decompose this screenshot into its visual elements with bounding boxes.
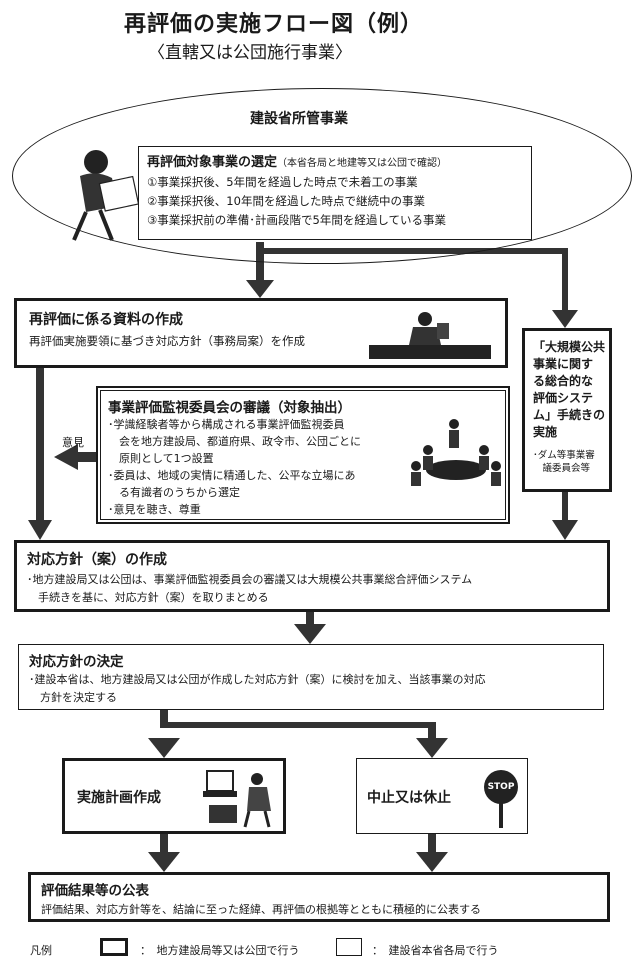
arrow-head-suspension-to-publication (416, 852, 448, 872)
committee-line: 原則として1つ設置 (108, 452, 214, 465)
committee-line: ･意見を聴き、尊重 (108, 503, 201, 516)
computer-worker-icon (203, 770, 271, 828)
desk-worker-icon (369, 312, 491, 359)
committee-title: 事業評価監視委員会の審議（対象抽出） (108, 400, 351, 416)
large-scale-line: ム」手続きの (533, 408, 606, 422)
policy-draft-lines: ･地方建設局又は公団は、事業評価監視委員会の審議又は大規模公共事業総合評価システ… (27, 571, 472, 607)
materials-body: 再評価実施要領に基づき対応方針（事務局案）を作成 (29, 334, 305, 348)
arrow-head-large-scale-to-draft (552, 520, 578, 540)
policy-decision-line: ･建設本省は、地方建設局又は公団が作成した対応方針（案）に検討を加え、当該事業の… (29, 673, 486, 686)
arrow-head-selection-to-materials (246, 280, 274, 298)
arrow-head-to-large-scale (552, 310, 578, 328)
large-scale-box: 「大規模公共 事業に関す る総合的な 評価システ ム」手続きの 実施 ･ダム等事… (522, 328, 612, 492)
legend-thick-swatch (100, 938, 128, 956)
legend-thin-swatch (336, 938, 362, 956)
implementation-label: 実施計画作成 (77, 790, 161, 806)
arrow-split-right-shaft (428, 722, 436, 740)
large-scale-line: 「大規模公共 (533, 340, 606, 354)
page-title: 再評価の実施フロー図（例） (124, 12, 424, 37)
large-scale-line: 事業に関す (533, 357, 594, 371)
stop-sign-post (499, 798, 503, 828)
large-scale-line: る総合的な (533, 374, 594, 388)
ellipse-construction-ministry (12, 88, 632, 264)
selection-item: ③事業採択前の準備･計画段階で5年間を経過している事業 (147, 213, 447, 227)
committee-lines: ･学識経験者等から構成される事業評価監視委員 会を地方建設局、都道府県、政令市、… (108, 416, 361, 518)
legend-label: 凡例 (30, 944, 52, 957)
legend-thick-desc: ： 地方建設局等又は公団で行う (140, 944, 300, 957)
selection-title: 再評価対象事業の選定 (147, 155, 278, 170)
selection-item: ①事業採択後、5年間を経過した時点で未着工の事業 (147, 175, 418, 189)
arrow-head-draft-to-decision (294, 624, 326, 644)
committee-box: 事業評価監視委員会の審議（対象抽出） ･学識経験者等から構成される事業評価監視委… (96, 386, 510, 524)
publication-box: 評価結果等の公表 評価結果、対応方針等を、結論に至った経緯、再評価の根拠等ととも… (28, 872, 610, 922)
policy-draft-line: 手続きを基に、対応方針（案）を取りまとめる (27, 591, 269, 604)
large-scale-note-line: 議委員会等 (533, 463, 591, 474)
selection-note: （本省各局と地建等又は公団で確認） (277, 158, 448, 169)
policy-draft-box: 対応方針（案）の作成 ･地方建設局又は公団は、事業評価監視委員会の審議又は大規模… (14, 540, 610, 612)
stop-sign-icon: STOP (484, 770, 518, 828)
arrow-shaft-to-large-scale (562, 248, 568, 312)
arrow-shaft-large-scale-to-draft (562, 492, 568, 522)
committee-line: る有識者のうちから選定 (108, 486, 240, 499)
publication-title: 評価結果等の公表 (41, 883, 149, 899)
implementation-box: 実施計画作成 (62, 758, 286, 834)
committee-line: ･委員は、地域の実情に精通した、公平な立場にあ (108, 469, 356, 482)
policy-decision-box: 対応方針の決定 ･建設本省は、地方建設局又は公団が作成した対応方針（案）に検討を… (18, 644, 604, 710)
legend-thin-desc: ： 建設省本省各局で行う (372, 944, 499, 957)
arrow-shaft-suspension-to-publication (428, 834, 436, 856)
publication-body: 評価結果、対応方針等を、結論に至った経緯、再評価の根拠等とともに積極的に公表する (41, 903, 481, 916)
arrow-head-to-implementation (148, 738, 180, 758)
large-scale-line: 実施 (533, 425, 558, 439)
policy-draft-line: ･地方建設局又は公団は、事業評価監視委員会の審議又は大規模公共事業総合評価システ… (27, 573, 473, 586)
arrow-shaft-opinion (78, 452, 98, 462)
arrow-shaft-implementation-to-publication (160, 834, 168, 856)
committee-line: ･学識経験者等から構成される事業評価監視委員 (108, 418, 345, 431)
arrow-head-materials-to-draft (28, 520, 52, 540)
ellipse-label: 建設省所管事業 (250, 111, 348, 127)
large-scale-note-line: ･ダム等事業審 (533, 450, 595, 461)
arrow-head-implementation-to-publication (148, 852, 180, 872)
opinion-label: 意見 (62, 436, 84, 449)
page-subtitle: 〈直轄又は公団施行事業〉 (148, 43, 352, 63)
meeting-people-icon (411, 419, 501, 486)
arrow-shaft-draft-to-decision (306, 612, 314, 626)
large-scale-text: 「大規模公共 事業に関す る総合的な 評価システ ム」手続きの 実施 (533, 339, 605, 441)
suspension-label: 中止又は休止 (367, 790, 451, 806)
selection-list: ①事業採択後、5年間を経過した時点で未着工の事業 ②事業採択後、10年間を経過し… (147, 173, 446, 230)
materials-title: 再評価に係る資料の作成 (29, 312, 183, 328)
committee-line: 会を地方建設局、都道府県、政令市、公団ごとに (108, 435, 361, 448)
selection-item: ②事業採択後、10年間を経過した時点で継続中の事業 (147, 194, 425, 208)
arrow-head-opinion (54, 444, 78, 470)
policy-decision-title: 対応方針の決定 (29, 654, 124, 670)
stop-sign-plate: STOP (484, 770, 518, 804)
large-scale-line: 評価システ (533, 391, 594, 405)
selection-box: 再評価対象事業の選定（本省各局と地建等又は公団で確認） ①事業採択後、5年間を経… (138, 146, 532, 240)
arrow-head-to-suspension (416, 738, 448, 758)
committee-inner-frame (100, 390, 506, 520)
materials-box: 再評価に係る資料の作成 再評価実施要領に基づき対応方針（事務局案）を作成 (14, 298, 508, 368)
policy-decision-lines: ･建設本省は、地方建設局又は公団が作成した対応方針（案）に検討を加え、当該事業の… (29, 671, 486, 707)
policy-decision-line: 方針を決定する (29, 691, 117, 704)
arrow-split-bar (160, 722, 436, 728)
arrow-shaft-materials-to-draft (36, 346, 44, 524)
stop-sign-text: STOP (487, 782, 515, 792)
policy-draft-title: 対応方針（案）の作成 (27, 552, 167, 568)
large-scale-note: ･ダム等事業審 議委員会等 (533, 449, 595, 475)
arrow-split-left-shaft (160, 710, 168, 728)
